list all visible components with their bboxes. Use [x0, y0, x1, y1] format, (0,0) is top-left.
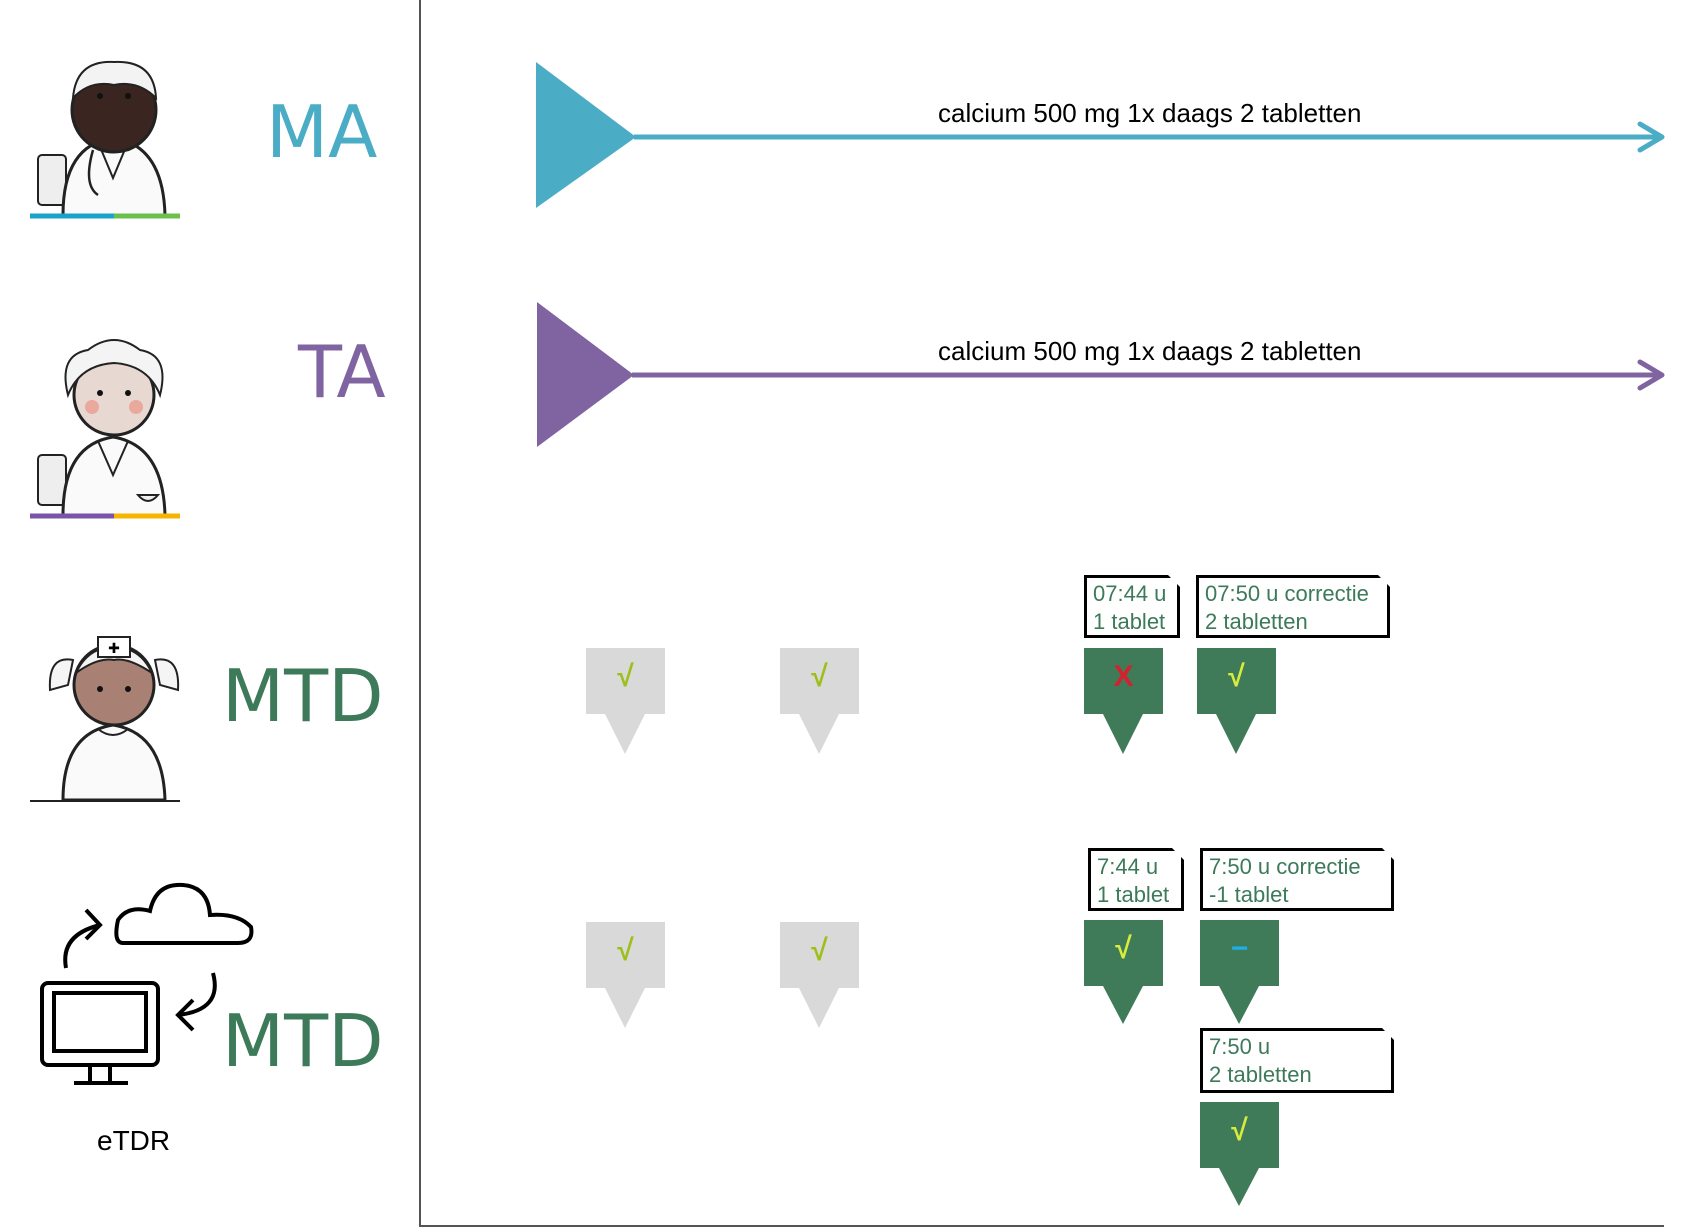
monitor-icon: [40, 981, 160, 1067]
cloud-icon: [114, 882, 254, 945]
check-icon: √: [617, 660, 634, 693]
prescription-timelines: [536, 62, 1665, 447]
cross-icon: X: [1113, 660, 1134, 693]
administration-note: 7:50 u correctie -1 tablet: [1200, 848, 1394, 911]
ta-arrow-head-icon: [1637, 359, 1665, 391]
note-dose: 1 tablet: [1097, 882, 1170, 907]
check-icon: √: [1228, 660, 1245, 693]
note-time: 7:44 u: [1097, 854, 1159, 879]
administration-marker[interactable]: √: [780, 922, 859, 1028]
ma-start-marker: [536, 62, 636, 208]
administration-marker[interactable]: √: [1197, 648, 1276, 754]
administration-marker[interactable]: √: [1200, 1102, 1279, 1207]
sync-arrow-up-icon: [63, 923, 101, 969]
ta-prescription-text: calcium 500 mg 1x daags 2 tabletten: [938, 336, 1362, 366]
note-time: 7:50 u correctie: [1209, 854, 1361, 879]
administration-marker[interactable]: √: [780, 648, 859, 754]
sync-arrow-down-icon: [177, 972, 217, 1017]
check-icon: √: [617, 934, 634, 967]
role-label-ta: TA: [298, 330, 386, 414]
etdr-system-icon: [40, 882, 254, 1085]
note-time: 7:50 u: [1209, 1034, 1271, 1059]
note-dose: -1 tablet: [1209, 882, 1289, 907]
role-label-mtd-nurse: MTD: [222, 654, 384, 738]
column-divider: [419, 0, 421, 1227]
administration-marker[interactable]: √: [586, 648, 665, 754]
ma-arrow-head-icon: [1637, 121, 1665, 153]
dash-icon: −: [1230, 932, 1249, 965]
administration-marker[interactable]: √: [1084, 920, 1163, 1025]
ta-start-marker: [537, 302, 634, 447]
check-icon: √: [811, 660, 828, 693]
note-dose: 2 tabletten: [1209, 1062, 1312, 1087]
ma-prescription-text: calcium 500 mg 1x daags 2 tabletten: [938, 98, 1362, 128]
check-icon: √: [811, 934, 828, 967]
note-time: 07:44 u: [1093, 581, 1167, 606]
administration-note: 7:50 u 2 tabletten: [1200, 1028, 1394, 1093]
note-time: 07:50 u correctie: [1205, 581, 1369, 606]
check-icon: √: [1231, 1114, 1248, 1147]
etdr-label: eTDR: [97, 1125, 171, 1156]
svg-text:✚: ✚: [108, 641, 120, 657]
administration-note: 07:44 u 1 tablet: [1084, 575, 1180, 638]
note-dose: 2 tabletten: [1205, 609, 1308, 634]
check-icon: √: [1115, 932, 1132, 965]
administration-note: 7:44 u 1 tablet: [1088, 848, 1184, 911]
administration-note: 07:50 u correctie 2 tabletten: [1196, 575, 1390, 638]
pharmacist-avatar-icon: [30, 339, 180, 519]
administration-marker[interactable]: −: [1200, 920, 1279, 1025]
note-dose: 1 tablet: [1093, 609, 1166, 634]
role-label-mtd-etdr: MTD: [222, 999, 384, 1083]
administration-marker[interactable]: √: [586, 922, 665, 1028]
administration-marker[interactable]: X: [1084, 648, 1163, 754]
doctor-avatar-icon: [30, 60, 180, 219]
timeline-baseline: [419, 1225, 1664, 1227]
nurse-avatar-icon: ✚: [30, 636, 180, 802]
role-label-ma: MA: [266, 90, 378, 174]
